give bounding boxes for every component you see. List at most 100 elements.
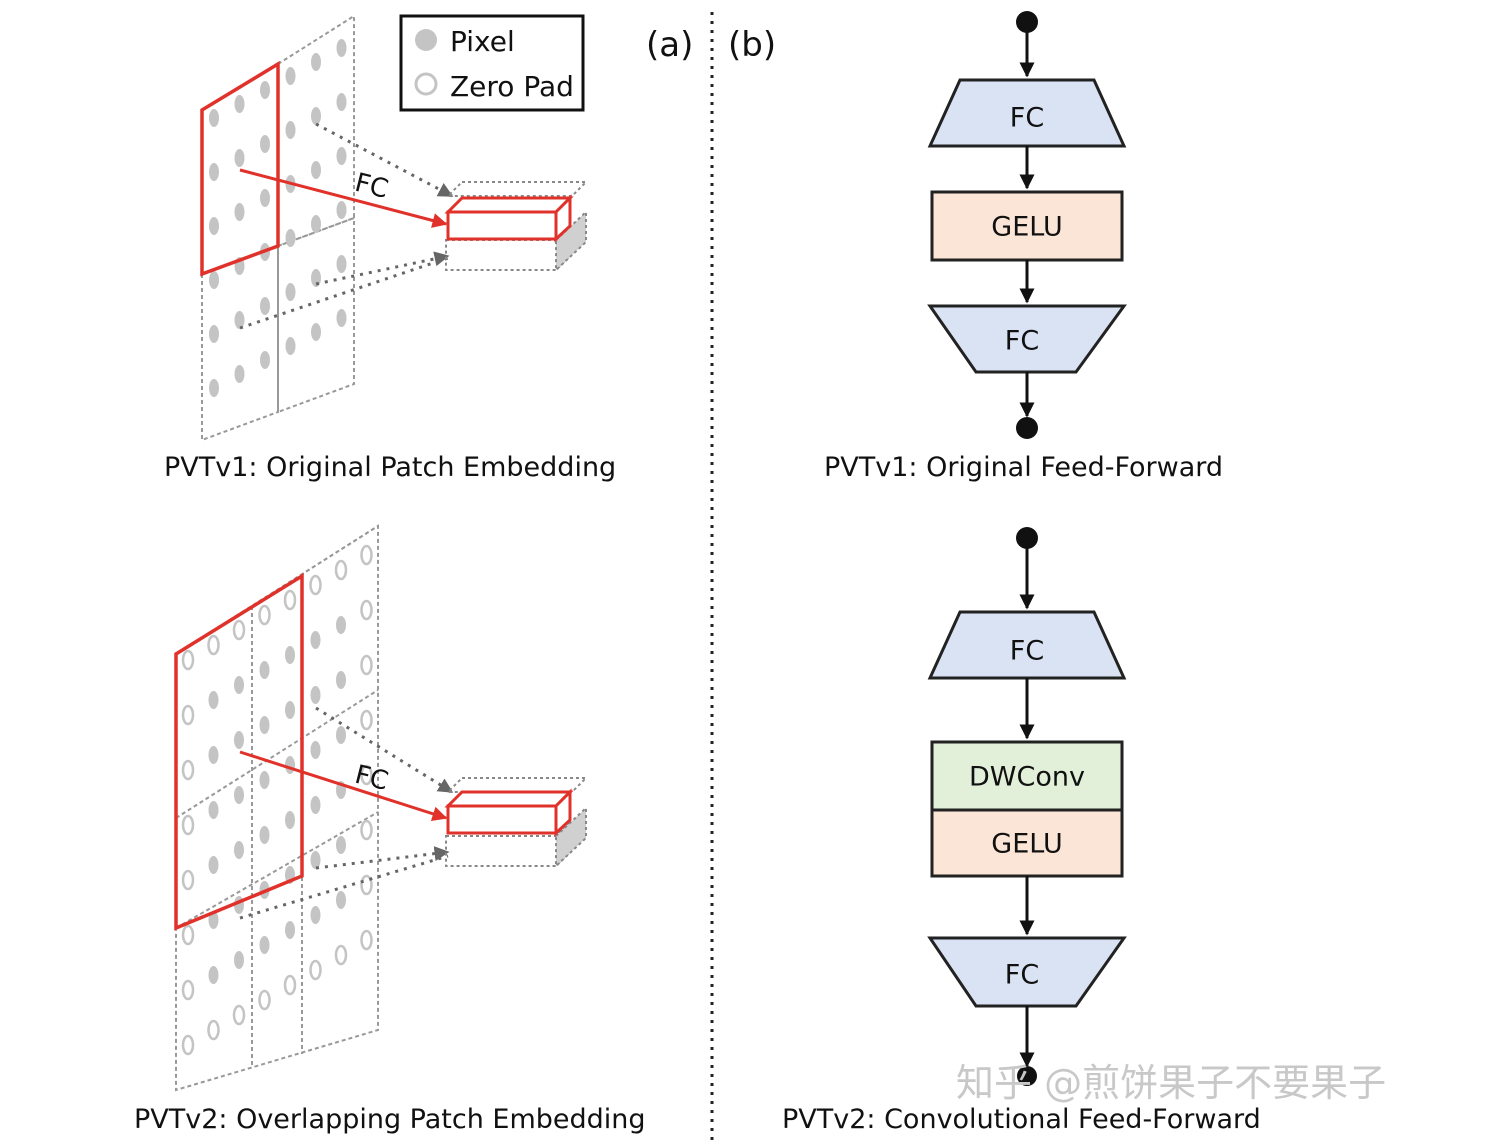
pixel-dot bbox=[209, 325, 219, 343]
zero-pad-dot bbox=[232, 1004, 246, 1026]
pixel-dot bbox=[310, 906, 321, 924]
zero-pad-legend-icon bbox=[414, 72, 438, 96]
zero-pad-dot bbox=[309, 959, 322, 981]
pixel-legend-icon bbox=[415, 29, 437, 51]
v1-token-stack bbox=[444, 181, 589, 273]
pixel-dot bbox=[260, 189, 270, 207]
pixel-dot bbox=[336, 616, 346, 634]
zero-pad-dot bbox=[181, 649, 195, 671]
zero-pad-dot bbox=[360, 654, 373, 676]
pixel-dot bbox=[336, 726, 346, 744]
pixel-dot bbox=[285, 646, 295, 664]
zero-pad-dot bbox=[334, 559, 348, 581]
pixel-dot bbox=[208, 691, 219, 709]
v1-fc-up-label: FC bbox=[1010, 103, 1044, 134]
zero-pad-dot bbox=[283, 589, 297, 611]
zero-pad-dot bbox=[283, 974, 297, 996]
v1-highlight-patch bbox=[200, 60, 280, 277]
v2-feed-forward: FC DWConv GELU FC PVTv2: Convolutional F… bbox=[782, 527, 1261, 1135]
zero-pad-dot bbox=[181, 759, 195, 781]
pixel-dot bbox=[336, 39, 347, 57]
pixel-dot bbox=[234, 951, 244, 969]
pixel-dot bbox=[208, 746, 219, 764]
zero-pad-dot bbox=[181, 814, 195, 836]
v2-gelu-label: GELU bbox=[991, 829, 1062, 860]
pixel-dot bbox=[260, 351, 270, 369]
v2-fc-arrow-label: FC bbox=[352, 760, 391, 797]
v1-fc-arrow bbox=[239, 168, 448, 228]
zero-pad-dot bbox=[360, 874, 373, 896]
v2-ffn-output-node bbox=[1017, 1066, 1037, 1086]
zero-pad-dot bbox=[181, 704, 195, 726]
v2-fc-down-label: FC bbox=[1005, 960, 1039, 991]
v2-highlight-patch bbox=[174, 572, 304, 931]
v2-dwconv-label: DWConv bbox=[969, 762, 1085, 793]
zero-pad-dot bbox=[309, 574, 322, 596]
pixel-dot bbox=[336, 671, 346, 689]
v2-ffn-caption: PVTv2: Convolutional Feed-Forward bbox=[782, 1104, 1261, 1135]
pixel-dot bbox=[310, 741, 321, 759]
zero-pad-dot bbox=[207, 1019, 220, 1041]
pixel-dot bbox=[234, 149, 245, 167]
v2-fc-down-block bbox=[927, 936, 1127, 1008]
pixel-dot bbox=[285, 756, 295, 774]
pixel-dot bbox=[234, 203, 245, 221]
v1-patch-embedding: FC PVTv1: Original Patch Embedding bbox=[164, 14, 616, 483]
pixel-dot bbox=[260, 297, 270, 315]
zero-pad-dot bbox=[360, 929, 373, 951]
pixel-dot bbox=[311, 107, 321, 125]
v2-patch-embedding: FC PVTv2: Overlapping Patch Embedding bbox=[134, 524, 646, 1135]
pixel-dot bbox=[285, 67, 296, 85]
pixel-dot bbox=[285, 921, 295, 939]
zero-pad-dot bbox=[181, 924, 195, 946]
pixel-dot bbox=[209, 163, 219, 181]
zero-pad-dot bbox=[360, 544, 373, 566]
legend: Pixel Zero Pad bbox=[399, 14, 585, 112]
v2-patch-caption: PVTv2: Overlapping Patch Embedding bbox=[134, 1104, 646, 1135]
pixel-dot bbox=[234, 786, 244, 804]
pixel-dot bbox=[208, 856, 219, 874]
pixel-dot bbox=[208, 801, 219, 819]
pixel-dot bbox=[310, 796, 321, 814]
pixel-dot bbox=[285, 229, 296, 247]
pixel-dot bbox=[260, 81, 270, 99]
pixel-dot bbox=[208, 966, 219, 984]
pixel-dot bbox=[285, 811, 295, 829]
zero-pad-dot bbox=[258, 989, 271, 1011]
pixel-dot bbox=[234, 676, 244, 694]
v2-ffn-input-node bbox=[1016, 527, 1038, 549]
v2-fc-up-label: FC bbox=[1010, 636, 1044, 667]
zero-pad-dot bbox=[258, 604, 271, 626]
zero-pad-dot bbox=[181, 1034, 195, 1056]
v1-fc-down-block bbox=[927, 304, 1127, 374]
pixel-dot bbox=[209, 271, 219, 289]
legend-pixel-label: Pixel bbox=[450, 25, 515, 58]
panel-label-b: (b) bbox=[728, 25, 776, 65]
zero-pad-dot bbox=[334, 944, 348, 966]
pixel-dot bbox=[259, 771, 270, 789]
v2-fc-up-block bbox=[927, 610, 1127, 680]
pixel-dot bbox=[259, 936, 270, 954]
zero-pad-dot bbox=[360, 819, 373, 841]
pixel-dot bbox=[234, 95, 245, 113]
pixel-dot bbox=[209, 109, 219, 127]
zero-pad-dot bbox=[207, 634, 220, 656]
v2-gelu-block bbox=[930, 808, 1124, 878]
v1-ffn-caption: PVTv1: Original Feed-Forward bbox=[824, 452, 1223, 483]
pixel-dot bbox=[234, 731, 244, 749]
v1-pixel-dots bbox=[209, 39, 347, 397]
zero-pad-dot bbox=[181, 979, 195, 1001]
pixel-dot bbox=[208, 911, 219, 929]
pixel-dot bbox=[260, 135, 270, 153]
v1-ffn-output-node bbox=[1016, 417, 1038, 439]
pixel-dot bbox=[259, 661, 270, 679]
v1-fc-up-block bbox=[927, 78, 1127, 148]
pixel-dot bbox=[310, 631, 321, 649]
pixel-dot bbox=[285, 121, 296, 139]
pixel-dot bbox=[234, 311, 245, 329]
v2-fc-arrow bbox=[239, 750, 448, 822]
pixel-dot bbox=[311, 161, 321, 179]
v2-pixel-grid bbox=[175, 524, 379, 1092]
v1-patch-caption: PVTv1: Original Patch Embedding bbox=[164, 452, 616, 483]
